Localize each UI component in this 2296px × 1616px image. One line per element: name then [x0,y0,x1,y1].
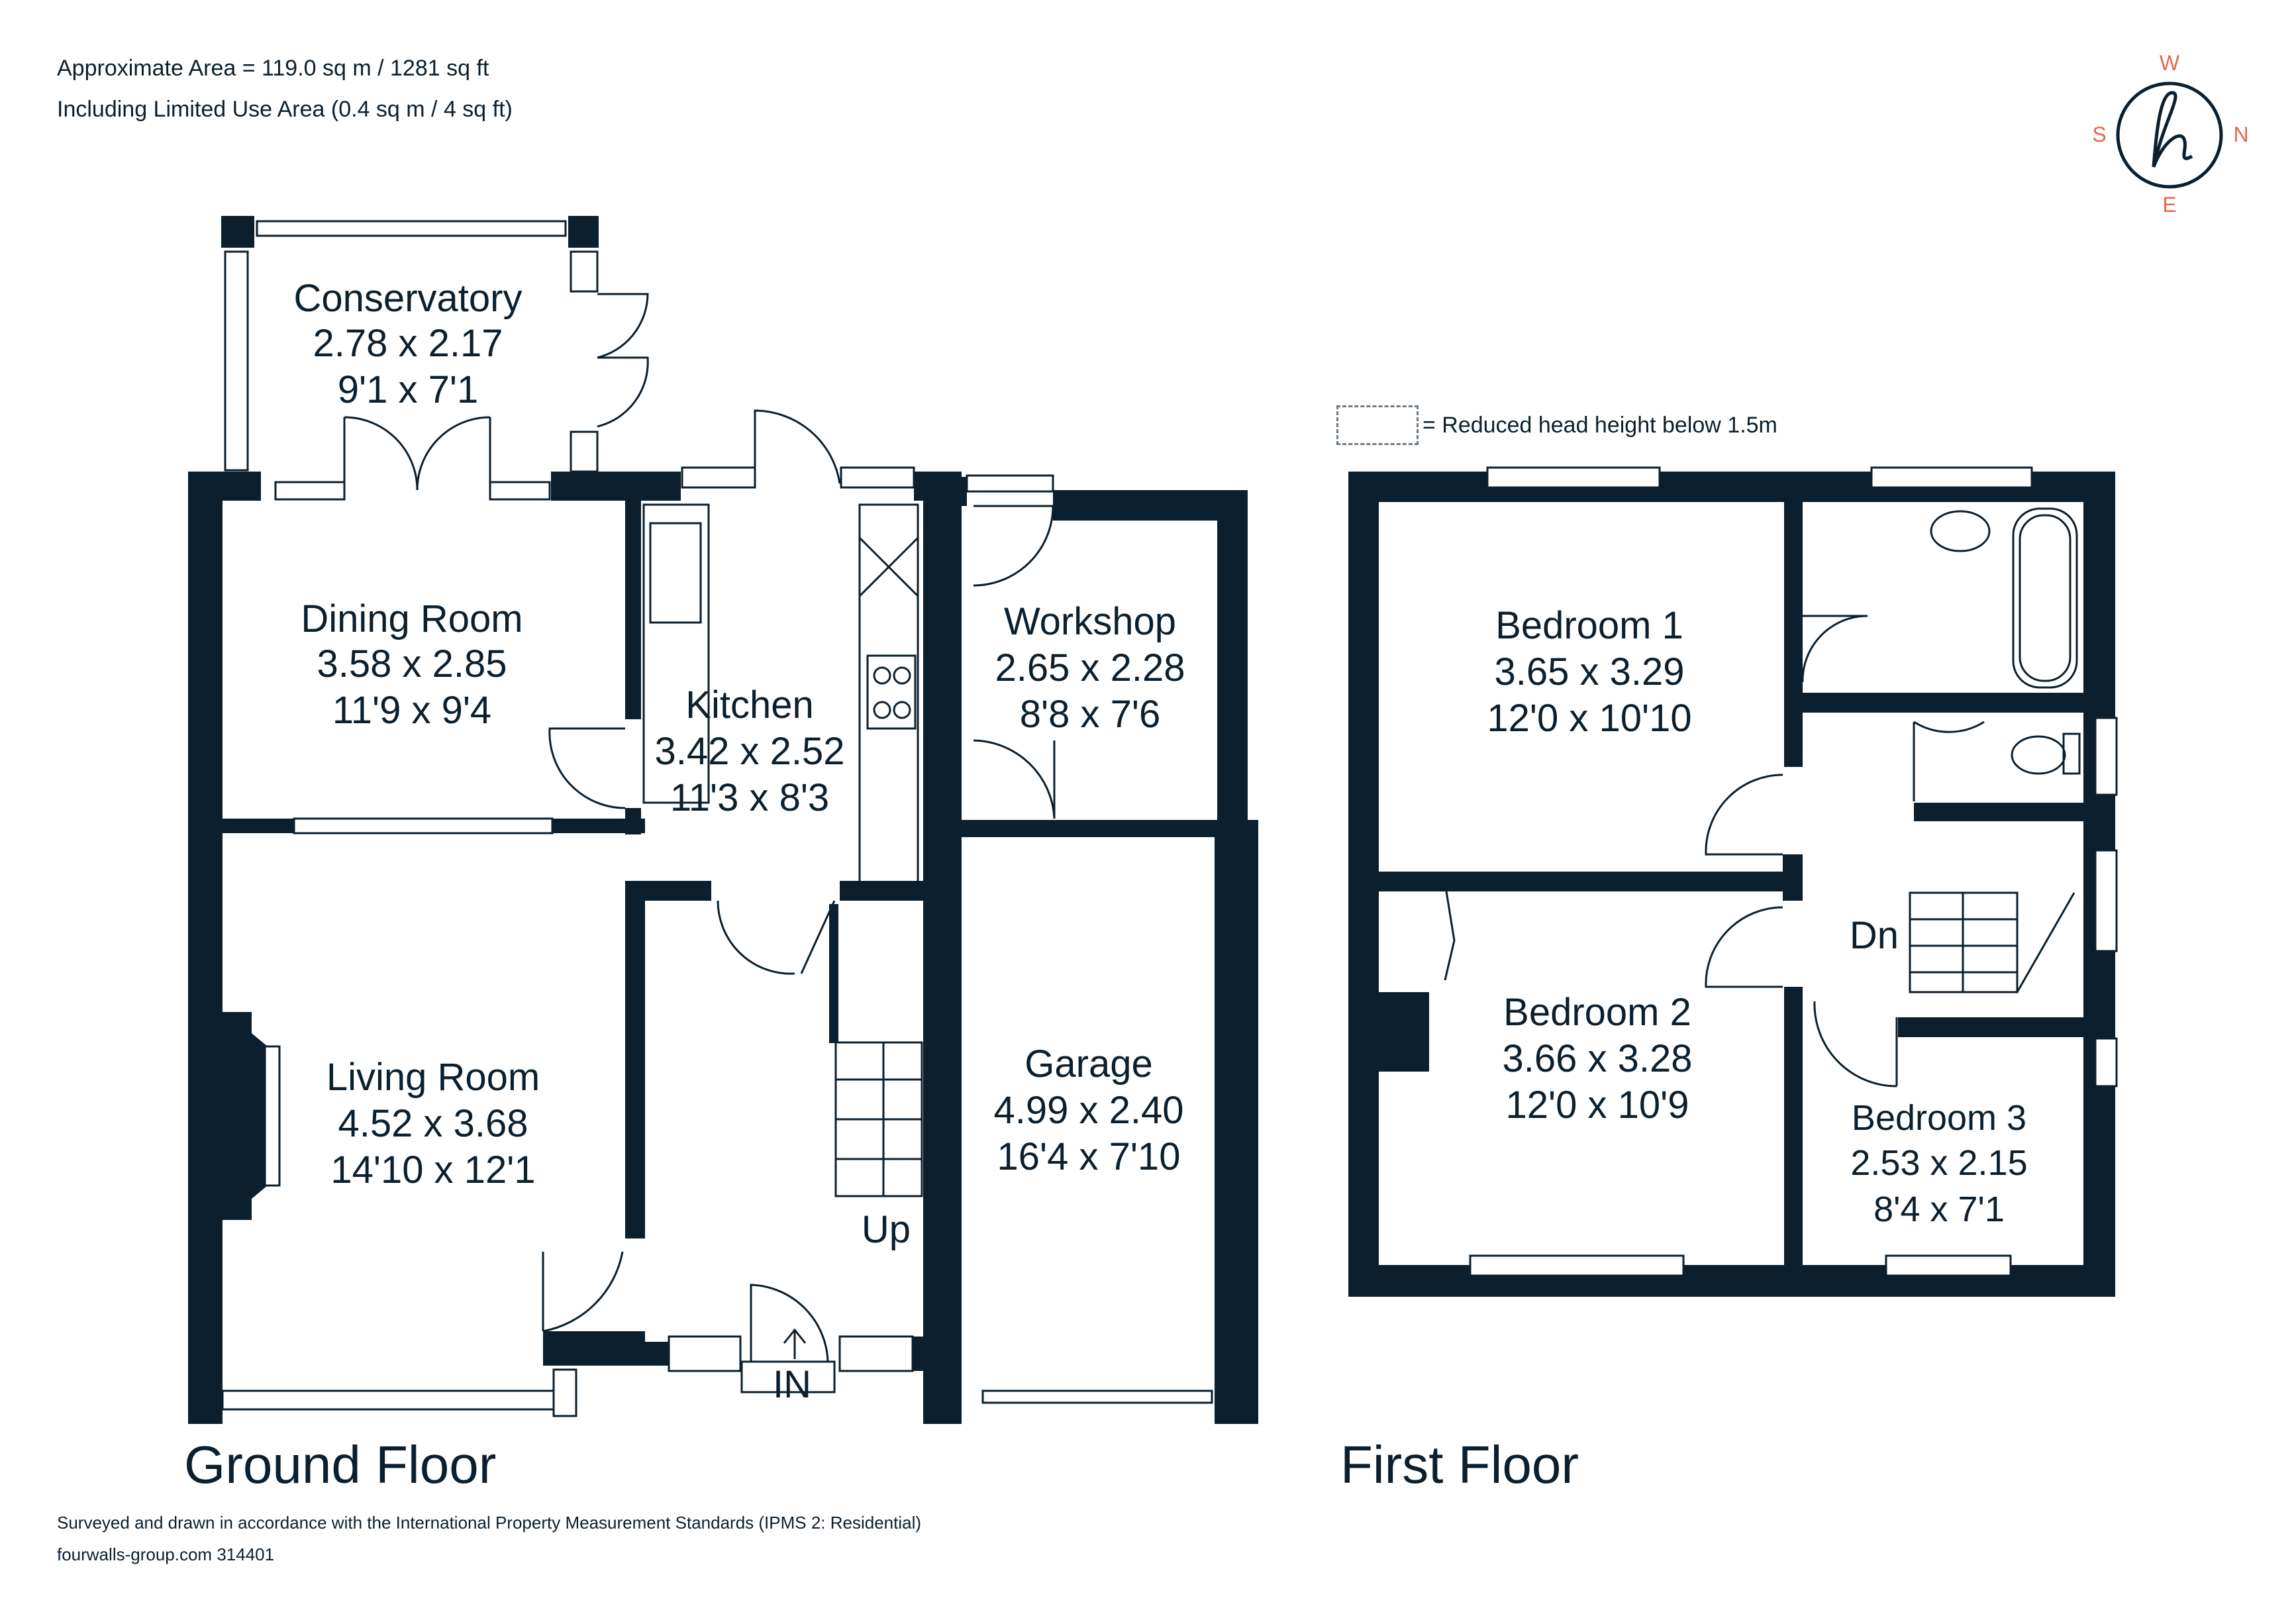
garage-metric: 4.99 x 2.40 [994,1089,1184,1132]
compass-east: E [2162,193,2176,217]
legend: = Reduced head height below 1.5m [1336,405,1777,445]
bedroom-2-imperial: 12'0 x 10'9 [1506,1084,1689,1127]
first-floor-title: First Floor [1340,1435,1579,1494]
ground-floor-plan [188,216,1258,1424]
bedroom-1-metric: 3.65 x 3.29 [1495,650,1685,693]
compass-south: S [2092,123,2106,146]
first-floor-plan [1348,466,2118,1297]
kitchen-metric: 3.42 x 2.52 [655,730,845,773]
kitchen-imperial: 11'3 x 8'3 [670,776,829,819]
legend-text: = Reduced head height below 1.5m [1423,412,1777,438]
living-room-metric: 4.52 x 3.68 [338,1102,528,1145]
garage-name: Garage [1024,1042,1152,1086]
workshop-metric: 2.65 x 2.28 [995,646,1185,689]
compass-logo: W N E S [2092,51,2248,217]
entrance-label: IN [773,1363,811,1406]
kitchen-name: Kitchen [685,683,813,727]
dining-room-name: Dining Room [301,597,523,640]
living-room-name: Living Room [326,1056,540,1099]
conservatory-name: Conservatory [294,277,523,320]
bedroom-3-name: Bedroom 3 [1852,1098,2026,1138]
dining-room-metric: 3.58 x 2.85 [317,642,507,685]
compass-west: W [2160,51,2180,75]
conservatory-metric: 2.78 x 2.17 [313,322,503,365]
limited-use-area-text: Including Limited Use Area (0.4 sq m / 4… [57,97,513,122]
bedroom-3-metric: 2.53 x 2.15 [1850,1143,2027,1183]
bedroom-1-imperial: 12'0 x 10'10 [1487,697,1691,740]
ipms-standard-text: Surveyed and drawn in accordance with th… [57,1513,922,1533]
workshop-imperial: 8'8 x 7'6 [1020,693,1160,736]
bedroom-3-imperial: 8'4 x 7'1 [1873,1189,2005,1229]
ground-floor-title: Ground Floor [184,1435,497,1494]
compass-north: N [2233,123,2248,146]
dining-room-imperial: 11'9 x 9'4 [332,689,491,732]
approximate-area-text: Approximate Area = 119.0 sq m / 1281 sq … [57,56,489,81]
stairs-down-label: Dn [1850,914,1899,957]
stairs-up-label: Up [862,1208,911,1251]
bedroom-2-name: Bedroom 2 [1503,991,1691,1034]
bedroom-1-name: Bedroom 1 [1495,604,1683,647]
garage-imperial: 16'4 x 7'10 [997,1135,1181,1178]
workshop-name: Workshop [1004,600,1176,643]
bedroom-2-metric: 3.66 x 3.28 [1503,1037,1693,1080]
reference-text: fourwalls-group.com 314401 [57,1544,275,1564]
living-room-imperial: 14'10 x 12'1 [330,1148,535,1191]
conservatory-imperial: 9'1 x 7'1 [338,368,478,411]
reduced-height-swatch [1336,405,1419,445]
